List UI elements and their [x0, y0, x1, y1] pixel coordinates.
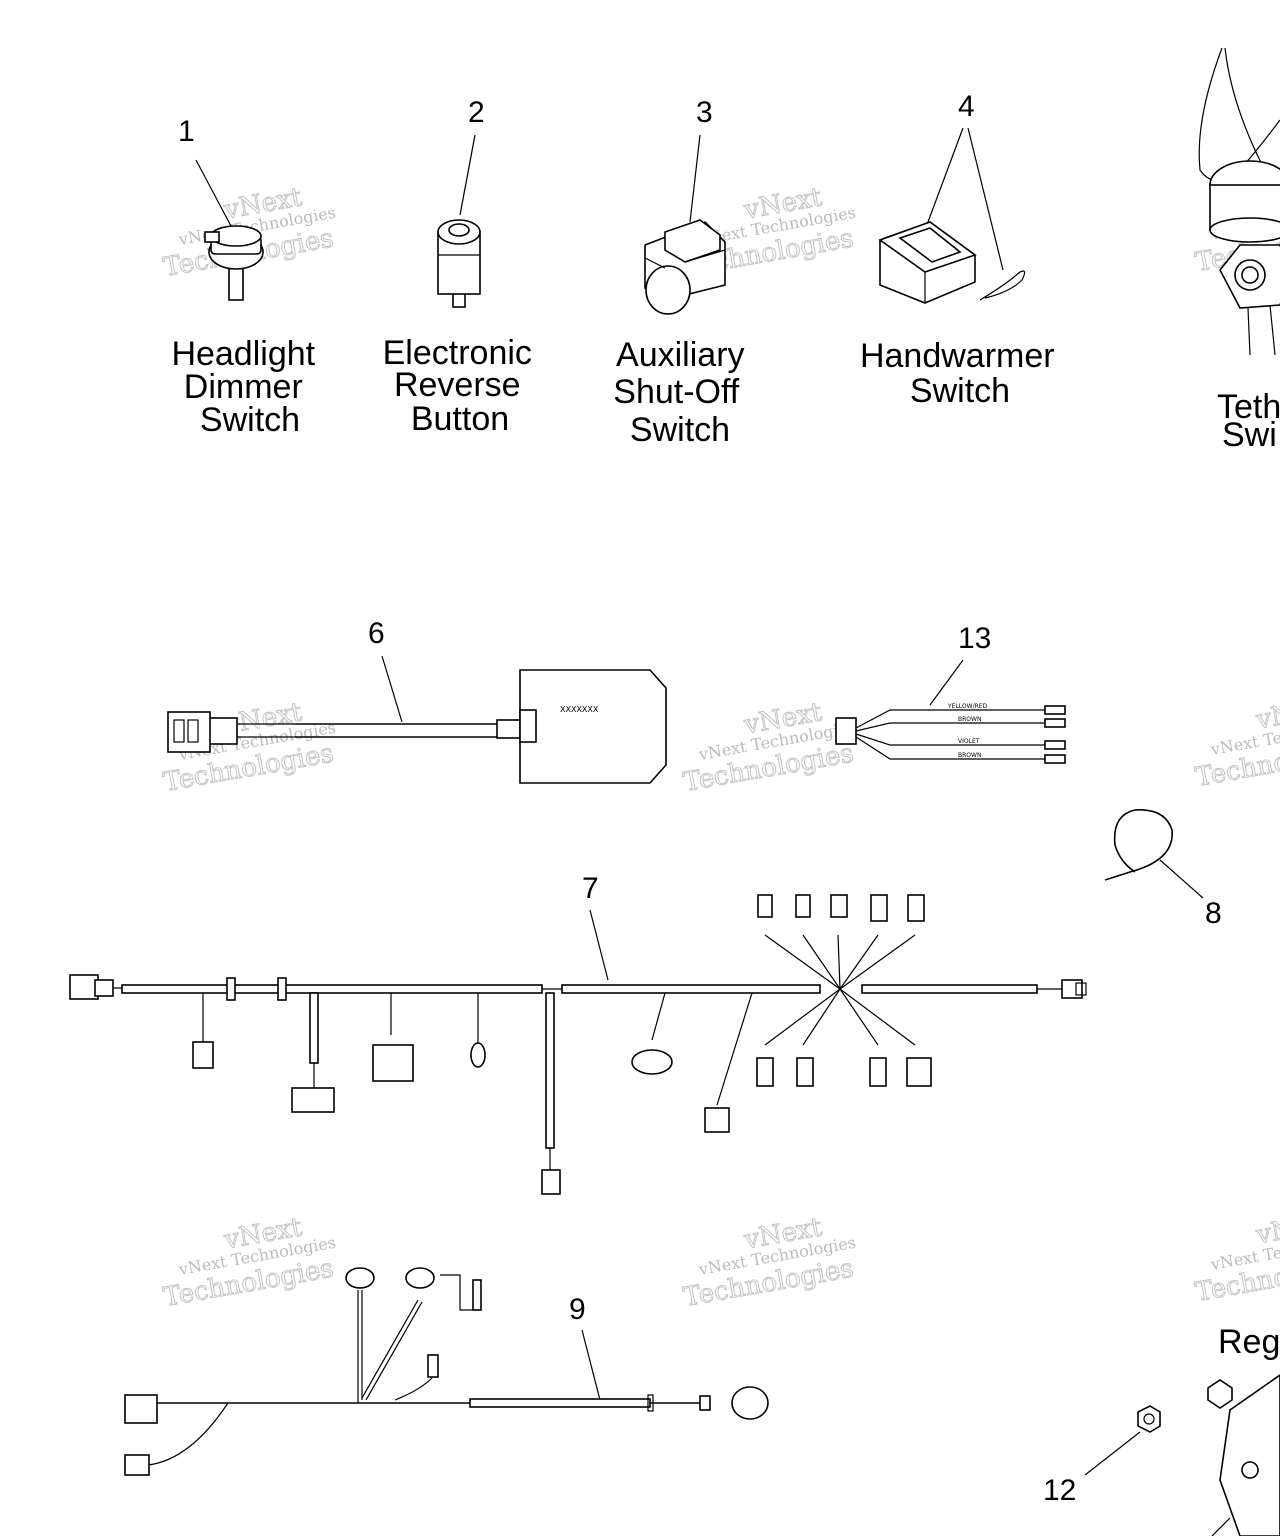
leader-line-13 [929, 659, 964, 706]
module-label: XXXXXXX [560, 705, 599, 714]
part-4-handwarmer-switch: 4 Handwarmer Switch [860, 90, 1064, 410]
dimmer-switch-icon [204, 225, 264, 301]
callout-12: 12 [1043, 1474, 1076, 1507]
module-connector [167, 711, 295, 753]
part-13-pigtail-harness: 13 YELLOW/RED BROWN VIOLET BROWN [835, 622, 1066, 764]
leader-line-7 [589, 909, 609, 981]
part-9-secondary-harness: 9 [124, 1267, 769, 1476]
part-name-regulator: Reg [1218, 1323, 1280, 1361]
part-regulator: Reg [1207, 1323, 1280, 1536]
wire-label-4: BROWN [958, 752, 981, 759]
wire-terminals [1044, 705, 1066, 764]
callout-2: 2 [468, 96, 485, 129]
part-8-cable-tie: 8 [1104, 809, 1222, 930]
tether-cord [1198, 47, 1280, 182]
regulator-nut-icon [1207, 1379, 1233, 1409]
part-12-nut: 12 [1043, 1405, 1161, 1507]
callout-9: 9 [569, 1293, 586, 1326]
right-end-connector [1037, 979, 1087, 999]
leader-line-6 [381, 655, 403, 723]
leader-line-1 [195, 159, 233, 229]
leader-line-4b [967, 127, 1004, 271]
leader-line-12 [1084, 1431, 1141, 1476]
leader-line-3 [689, 134, 701, 223]
pigtail-connector [835, 717, 857, 745]
leader-line-9 [581, 1329, 601, 1401]
callout-3: 3 [696, 96, 713, 129]
part-6-module-harness: 6 XXXXXXX [167, 617, 667, 784]
wire-clip-icon [979, 270, 1026, 301]
callout-6: 6 [368, 617, 385, 650]
fan-breakout [756, 894, 932, 1087]
module-box: XXXXXXX [496, 669, 667, 784]
wire-label-3: VIOLET [958, 738, 980, 745]
left-connector [124, 1394, 158, 1424]
wire-label-1: YELLOW/RED [947, 703, 988, 710]
part-5-tether-switch: Teth Swi [1198, 47, 1280, 454]
part-3-auxiliary-shutoff-switch: 3 Auxiliary Shut-Off Switch [613, 96, 754, 449]
leader-line-2 [459, 134, 476, 216]
callout-13: 13 [958, 622, 991, 655]
part-7-main-harness: 7 [69, 872, 1087, 1195]
part-name-1: Headlight Dimmer Switch [171, 335, 324, 439]
wire-label-2: BROWN [958, 716, 981, 723]
rocker-switch-icon [878, 221, 977, 304]
shutoff-switch-icon [644, 219, 726, 315]
leader-line-4a [924, 127, 964, 231]
callout-1: 1 [178, 115, 195, 148]
nut-icon [1137, 1405, 1161, 1433]
callout-8: 8 [1205, 897, 1222, 930]
part-1-headlight-dimmer-switch: 1 Headlight Dimmer Switch [171, 115, 324, 439]
part-name-3: Auxiliary Shut-Off Switch [613, 336, 754, 449]
part-name-4: Handwarmer Switch [860, 337, 1064, 410]
leader-line-8 [1159, 859, 1204, 899]
callout-4: 4 [958, 90, 975, 123]
part-name-5: Teth Swi [1217, 388, 1280, 454]
cable-tie-icon [1104, 809, 1173, 881]
regulator-body [1219, 1374, 1280, 1536]
callout-7: 7 [582, 872, 599, 905]
left-end-connector [69, 974, 122, 1000]
part-2-electronic-reverse-button: 2 Electronic Reverse Button [383, 96, 542, 438]
round-connector [731, 1386, 769, 1420]
part-name-2: Electronic Reverse Button [383, 334, 542, 438]
reverse-button-icon [437, 219, 481, 308]
